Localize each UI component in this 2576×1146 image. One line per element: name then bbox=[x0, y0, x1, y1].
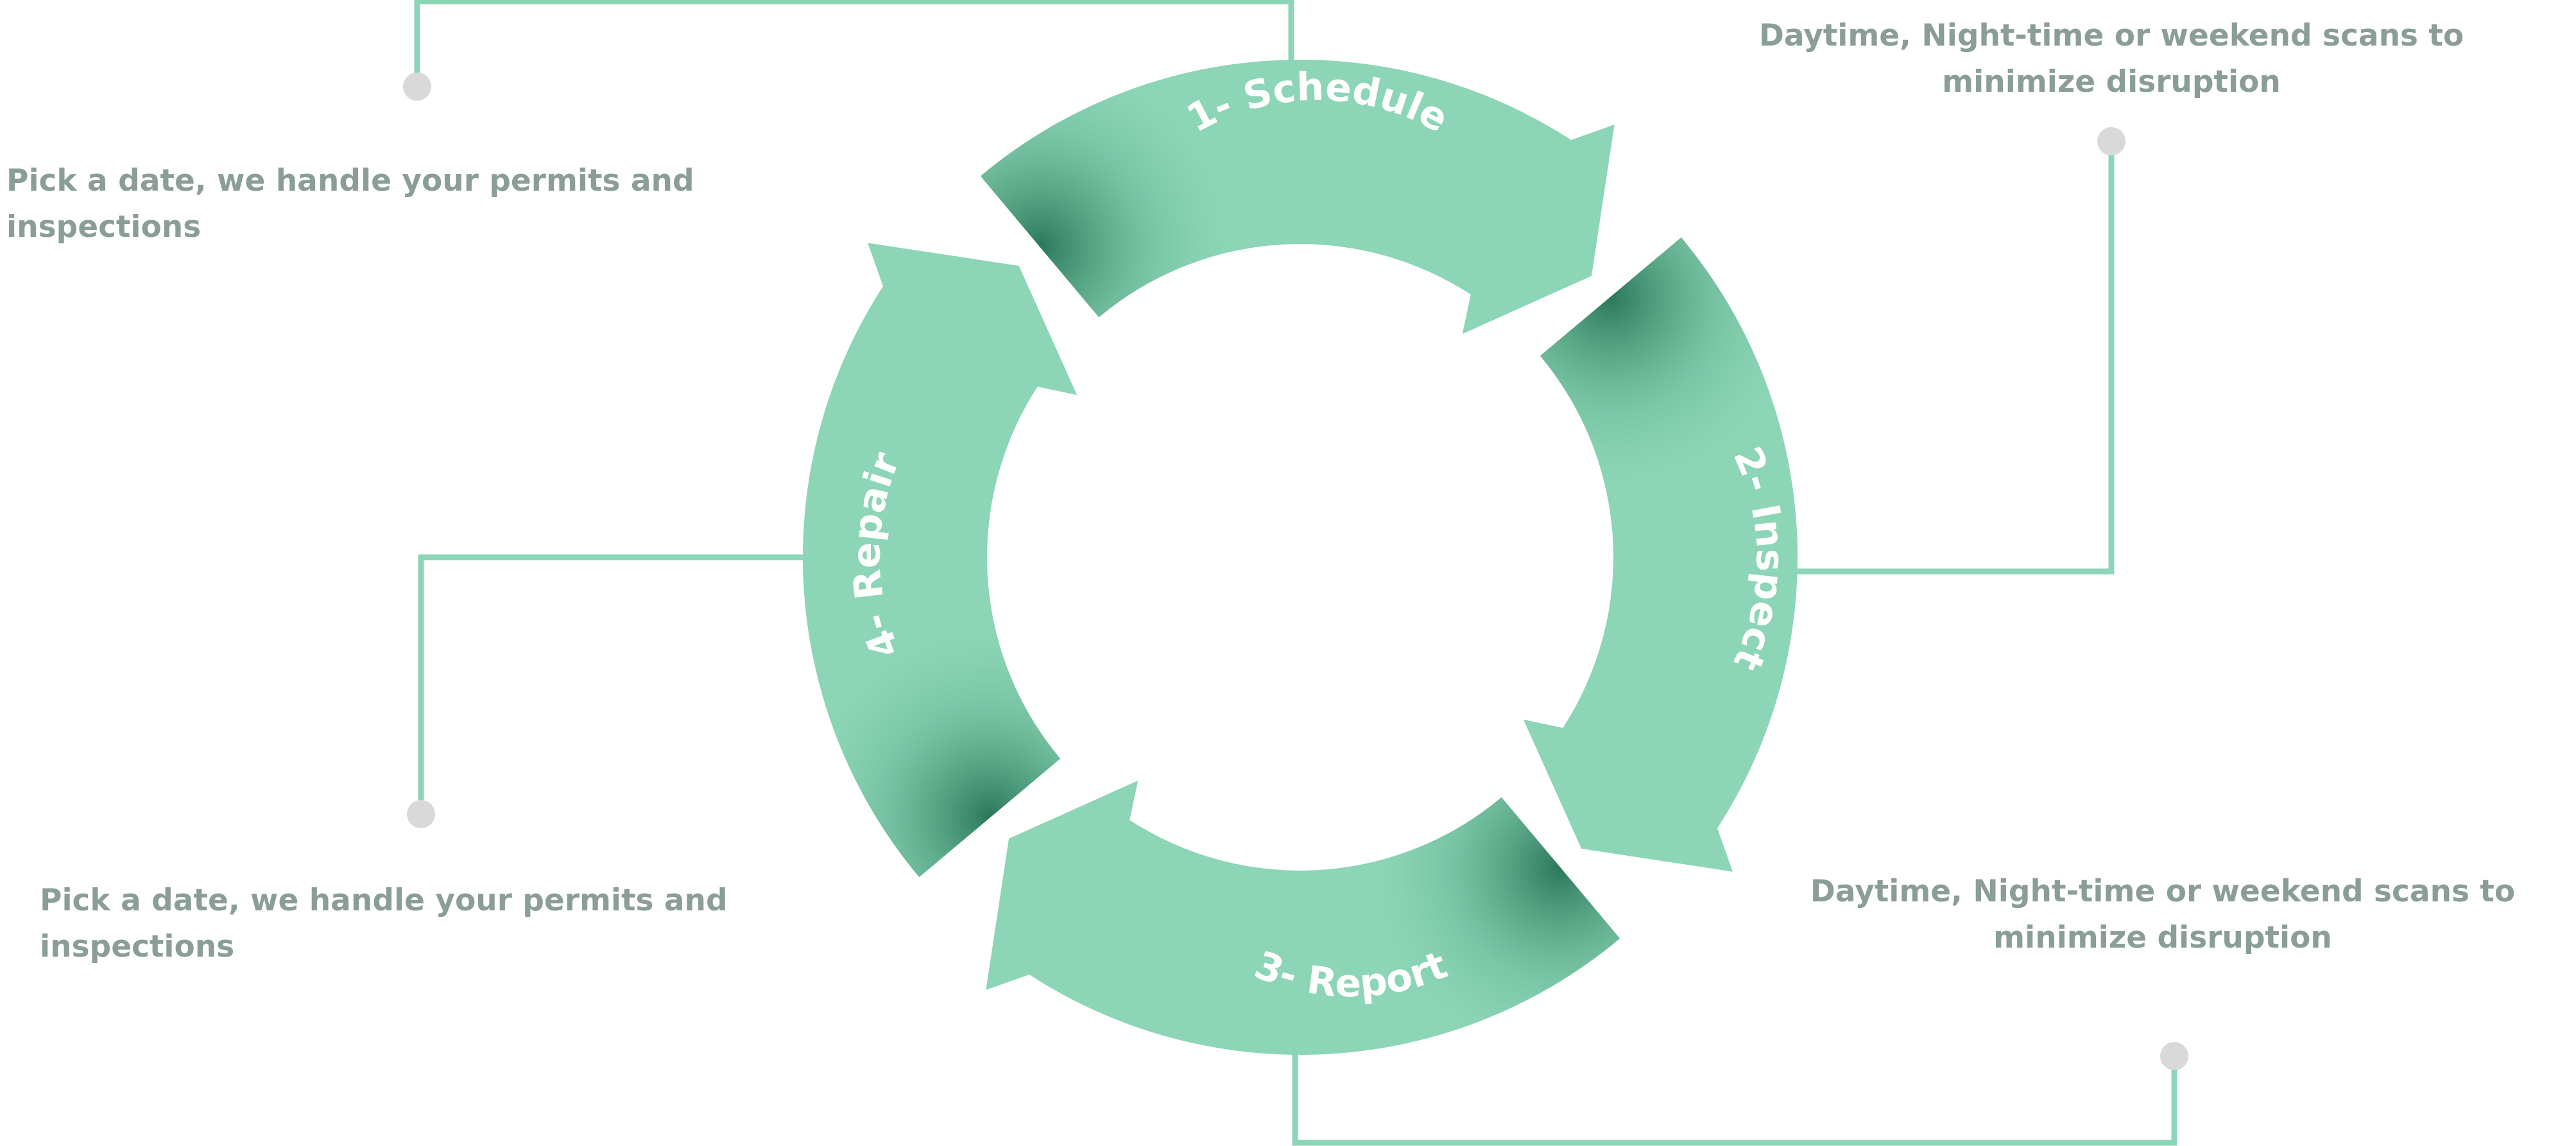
connector-inspect bbox=[1790, 141, 2115, 575]
cycle-arrow-head-report bbox=[986, 780, 1138, 990]
cycle-arrow-shade-repair bbox=[802, 243, 1078, 878]
connector-dot-repair bbox=[407, 800, 435, 828]
step-description-repair: Pick a date, we handle your permits and … bbox=[40, 883, 728, 964]
cycle-arrow-head-repair bbox=[868, 243, 1078, 395]
connector-dot-schedule bbox=[403, 73, 431, 101]
connector-dot-report bbox=[2160, 1042, 2188, 1070]
step-description-schedule: Pick a date, we handle your permits and … bbox=[6, 163, 694, 245]
connector-report bbox=[1292, 1053, 2177, 1146]
cycle-arrow-head-inspect bbox=[1523, 719, 1733, 872]
cycle-arrow-head-schedule bbox=[1462, 125, 1615, 334]
step-description-report: Daytime, Night-time or weekend scans to … bbox=[1810, 874, 2516, 955]
connector-dot-inspect bbox=[2097, 127, 2125, 155]
step-description-inspect: Daytime, Night-time or weekend scans to … bbox=[1758, 18, 2464, 100]
cycle-arrow-shade-schedule bbox=[980, 59, 1615, 334]
connector-repair bbox=[418, 554, 809, 814]
connector-schedule bbox=[414, 0, 1294, 87]
cycle-ring bbox=[802, 59, 1798, 1055]
cycle-arrow-shade-inspect bbox=[1523, 237, 1798, 872]
cycle-arrow-shade-report bbox=[986, 780, 1620, 1055]
